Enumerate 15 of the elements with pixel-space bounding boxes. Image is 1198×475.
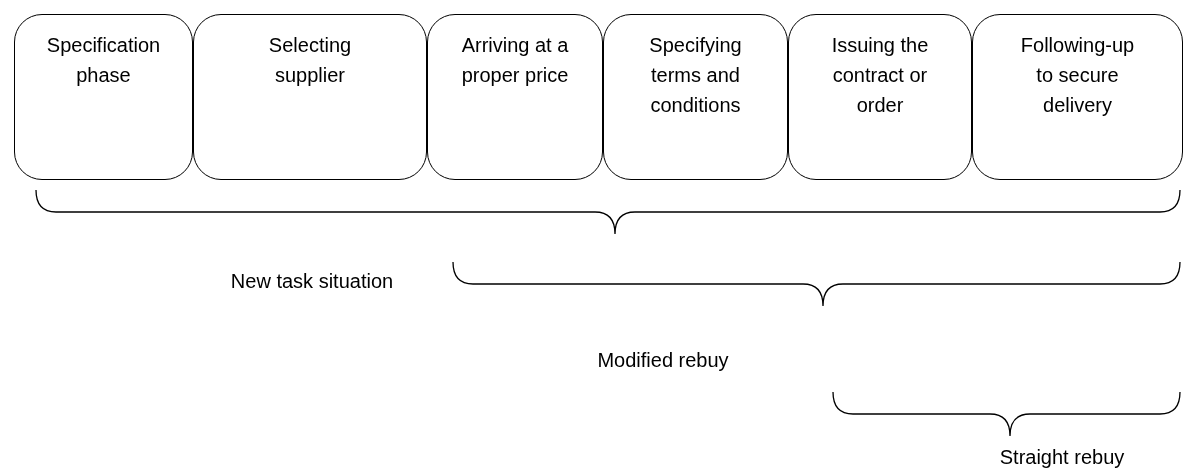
process-box xyxy=(603,14,788,180)
box-text: Specification phase xyxy=(45,33,162,88)
process-box xyxy=(788,14,972,180)
process-box xyxy=(193,14,427,180)
box-text: Following-up to secure delivery xyxy=(1019,33,1136,118)
box-text: Issuing the contract or order xyxy=(830,33,930,118)
brace-label: Straight rebuy xyxy=(999,445,1125,470)
process-box xyxy=(972,14,1183,180)
box-text: Specifying terms and conditions xyxy=(648,33,743,118)
process-box xyxy=(427,14,603,180)
process-box xyxy=(14,14,193,180)
brace-label: New task situation xyxy=(230,269,394,294)
box-text: Selecting supplier xyxy=(267,33,353,88)
box-text: Arriving at a proper price xyxy=(460,33,570,88)
brace-label: Modified rebuy xyxy=(597,348,729,373)
